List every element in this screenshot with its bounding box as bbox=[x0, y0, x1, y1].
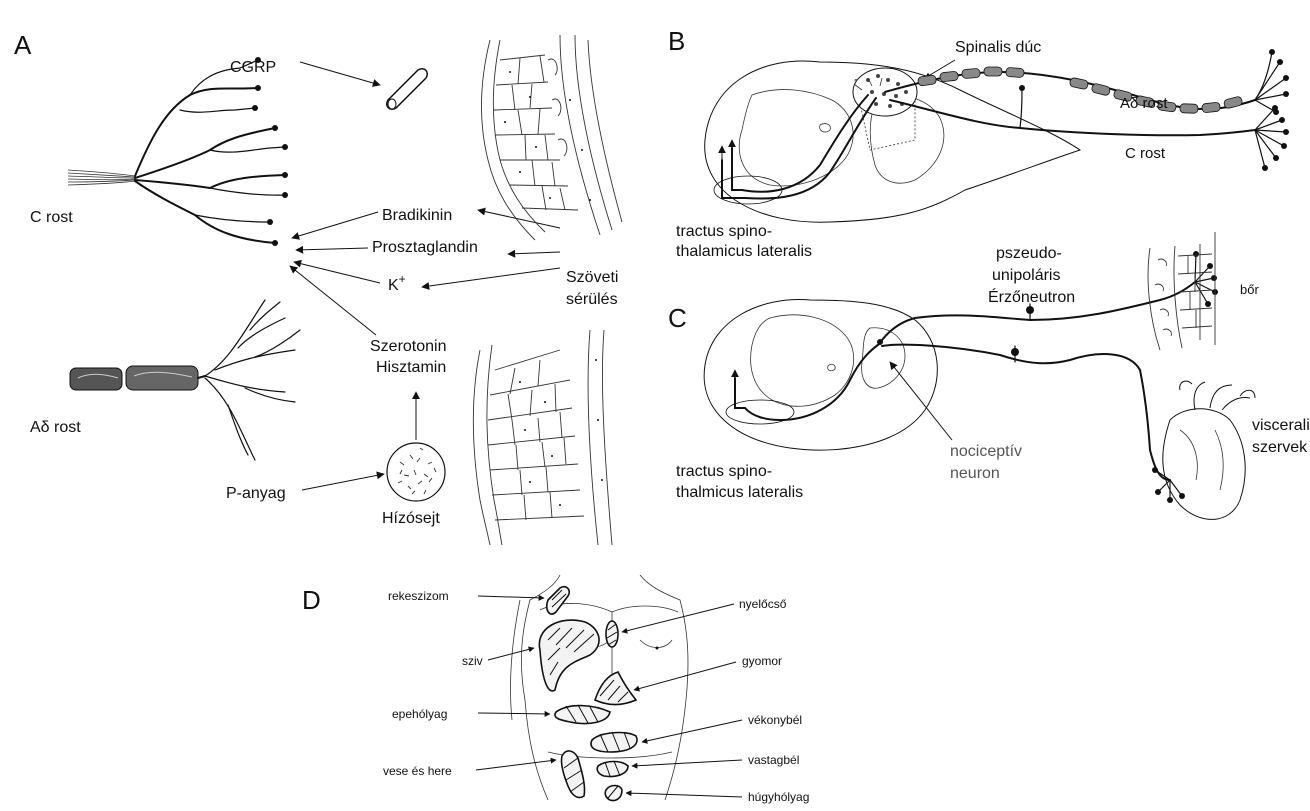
injury-bradykinin-arrow bbox=[478, 210, 560, 228]
potassium-label: K+ bbox=[388, 272, 406, 294]
b-a-delta-label: Aδ rost bbox=[1120, 95, 1168, 112]
d-bladder-label: húgyhólyag bbox=[748, 790, 809, 804]
bradykinin-arrow bbox=[292, 212, 378, 238]
d-organ-gallbladder bbox=[555, 705, 610, 724]
b-tract-label-2: thalamicus lateralis bbox=[676, 243, 812, 260]
panel-d: D bbox=[302, 575, 809, 804]
d-esophagus-label: nyelőcső bbox=[739, 597, 787, 611]
d-gallbladder-label: epehólyag bbox=[392, 707, 447, 721]
panel-c-letter: C bbox=[668, 303, 687, 333]
panel-a-letter: A bbox=[14, 30, 32, 60]
c-nociceptive-label-1: nociceptív bbox=[950, 443, 1022, 460]
serotonin-arrow bbox=[290, 266, 376, 335]
d-esophagus-arrow bbox=[622, 604, 734, 632]
c-pseudo-label-2: unipoláris bbox=[992, 267, 1060, 284]
bradykinin-label: Bradikinin bbox=[382, 207, 452, 224]
injury-potassium-arrow bbox=[422, 268, 560, 287]
d-stomach-label: gyomor bbox=[742, 654, 782, 668]
d-heart-arrow bbox=[488, 648, 534, 660]
panel-b-letter: B bbox=[668, 26, 685, 56]
a-delta-fiber-drawing bbox=[70, 300, 300, 460]
b-c-fiber-label: C rost bbox=[1125, 145, 1166, 162]
d-organ-diaphragm bbox=[547, 587, 570, 614]
c-tract-label-2: thalmicus lateralis bbox=[676, 484, 803, 501]
d-small-intestine-label: vékonybél bbox=[748, 713, 802, 727]
d-organ-small-intestine bbox=[591, 732, 637, 752]
tissue-injury-label-1: Szöveti bbox=[566, 269, 618, 286]
c-nociceptive-label-2: neuron bbox=[950, 465, 1000, 482]
cgrp-vesicle bbox=[387, 69, 428, 110]
c-pseudo-label-3: Érzőneutron bbox=[988, 287, 1075, 306]
d-small-intestine-arrow bbox=[642, 720, 742, 742]
b-a-delta-fiber bbox=[885, 49, 1289, 115]
d-kidney-label: vese és here bbox=[383, 764, 452, 778]
cgrp-label: CGRP bbox=[230, 59, 276, 76]
d-organ-large-intestine bbox=[597, 761, 628, 777]
tissue-lower bbox=[473, 330, 612, 545]
mast-cell bbox=[387, 443, 445, 501]
d-organ-kidney bbox=[561, 751, 584, 798]
a-c-fiber-label: C rost bbox=[30, 209, 73, 226]
cgrp-arrow bbox=[300, 62, 380, 85]
histamine-label: Hisztamin bbox=[376, 359, 446, 376]
b-tract-label-1: tractus spino- bbox=[676, 223, 772, 240]
c-nociceptive-arrow bbox=[890, 362, 952, 440]
injury-prostaglandin-arrow bbox=[508, 252, 560, 254]
d-organ-heart bbox=[539, 620, 599, 691]
tissue-upper bbox=[481, 35, 622, 240]
b-c-fiber bbox=[890, 85, 1289, 171]
c-tract-label-1: tractus spino- bbox=[676, 463, 772, 480]
c-fiber-drawing bbox=[68, 57, 288, 246]
panel-a: A C rost bbox=[14, 30, 622, 545]
d-stomach-arrow bbox=[634, 662, 736, 690]
d-bladder-arrow bbox=[626, 793, 742, 797]
mast-cell-label: Hízósejt bbox=[382, 510, 440, 527]
d-diaphragm-label: rekeszizom bbox=[388, 589, 449, 603]
d-organ-stomach bbox=[595, 672, 636, 705]
b-ganglion-label: Spinalis dúc bbox=[955, 39, 1041, 56]
c-pseudo-label-1: pszeudo- bbox=[996, 245, 1062, 262]
c-visceral-label-2: szervek bbox=[1252, 439, 1308, 456]
a-delta-fiber-label: Aδ rost bbox=[30, 419, 81, 436]
substance-p-label: P-anyag bbox=[226, 485, 286, 502]
c-heart-drawing bbox=[1152, 381, 1255, 519]
serotonin-label: Szerotonin bbox=[370, 338, 447, 355]
d-large-intestine-label: vastagbél bbox=[748, 753, 799, 767]
d-organ-bladder bbox=[605, 786, 622, 801]
c-skin-label: bőr bbox=[1240, 282, 1259, 297]
substance-p-arrow bbox=[302, 474, 384, 490]
d-diaphragm-arrow bbox=[478, 596, 544, 598]
d-heart-label: sziv bbox=[462, 654, 483, 668]
panel-b: B Spinalis dúc bbox=[668, 26, 1289, 260]
d-organ-esophagus bbox=[606, 621, 618, 647]
prostaglandin-label: Prosztaglandin bbox=[372, 239, 478, 256]
d-gallbladder-arrow bbox=[478, 713, 550, 714]
panel-c: C bbox=[668, 232, 1310, 519]
d-kidney-arrow bbox=[476, 760, 556, 770]
d-large-intestine-arrow bbox=[632, 760, 742, 766]
prostaglandin-arrow bbox=[296, 248, 368, 250]
panel-d-letter: D bbox=[302, 585, 321, 615]
tissue-injury-label-2: sérülés bbox=[566, 291, 618, 308]
